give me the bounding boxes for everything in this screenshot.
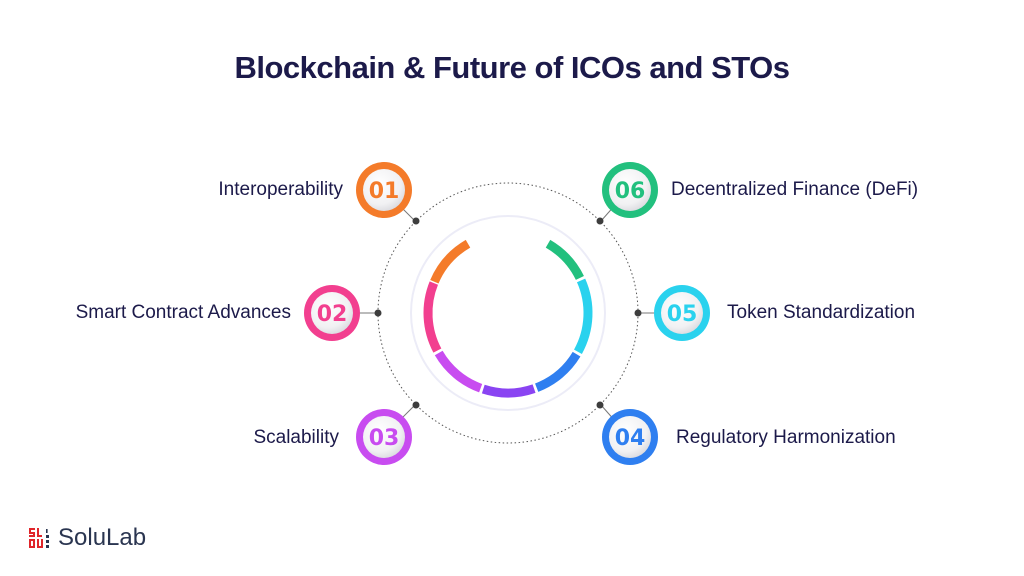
number-badge-05: 05 (654, 285, 710, 341)
ring-segment-cyan (573, 278, 593, 354)
badge-number-05: 05 (667, 302, 698, 327)
solulab-logo: SoluLab (28, 524, 146, 552)
number-badge-06: 06 (602, 162, 658, 218)
item-label-01: Interoperability (218, 179, 343, 200)
colored-ring (423, 239, 593, 398)
solulab-logo-icon (29, 528, 49, 548)
badge-number-02: 02 (317, 302, 348, 327)
item-label-05: Token Standardization (727, 302, 916, 323)
ring-segment-orange (430, 239, 471, 284)
ring-segment-blue (534, 351, 581, 392)
number-badge-04: 04 (602, 409, 658, 465)
badge-number-06: 06 (615, 179, 646, 204)
number-badge-03: 03 (356, 409, 412, 465)
badge-number-03: 03 (369, 426, 400, 451)
number-badge-02: 02 (304, 285, 360, 341)
ring-segment-violet (481, 384, 536, 398)
number-badge-01: 01 (356, 162, 412, 218)
item-label-03: Scalability (253, 427, 339, 448)
item-label-06: Decentralized Finance (DeFi) (671, 179, 919, 200)
brand-name: SoluLab (58, 524, 147, 551)
ring-segment-green (545, 239, 584, 281)
ring-segment-magenta (434, 350, 483, 393)
page-title: Blockchain & Future of ICOs and STOs (234, 50, 790, 85)
item-label-02: Smart Contract Advances (75, 302, 291, 323)
inner-guide-ring (410, 215, 606, 411)
item-label-04: Regulatory Harmonization (676, 427, 896, 448)
badge-number-04: 04 (615, 426, 646, 451)
badge-number-01: 01 (369, 179, 400, 204)
ring-segment-pink (423, 281, 442, 353)
connector-dots (374, 217, 642, 409)
